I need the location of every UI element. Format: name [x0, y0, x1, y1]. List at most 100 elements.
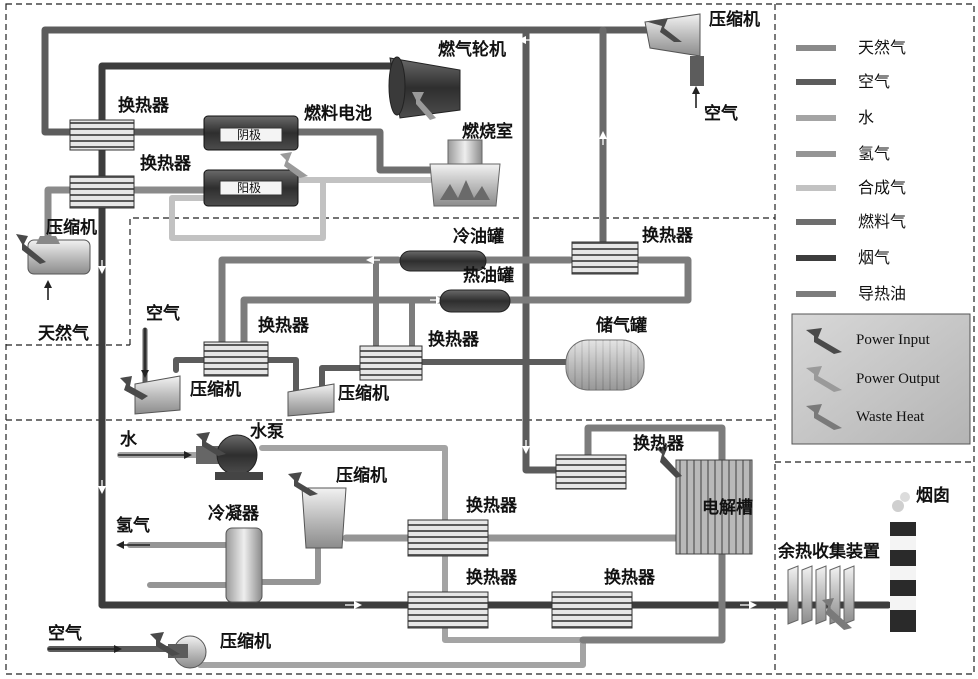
legend: [791, 45, 971, 445]
pipe-thermal-oil-right: [506, 256, 692, 304]
label-pump: 水泵: [250, 422, 284, 442]
chimney: [890, 492, 916, 632]
condenser: [225, 527, 263, 603]
label-hx-center-right: 换热器: [428, 330, 479, 350]
label-hx-electrolyzer: 换热器: [633, 434, 684, 454]
pipe-air-hx-to-comp2: [265, 357, 299, 395]
label-cold-tank: 冷油罐: [453, 227, 504, 247]
label-hx-low-3: 换热器: [604, 568, 655, 588]
legend-thermal-oil: 导热油: [858, 284, 907, 303]
power-input-icon: [288, 472, 318, 496]
pipe-network: [41, 26, 892, 668]
waste-heat-icon: [822, 598, 852, 630]
pipe-electrolyzer-down: [579, 516, 726, 644]
label-hx-top: 换热器: [118, 96, 169, 116]
legend-flue-gas: 烟气: [858, 248, 891, 267]
pipe-electrolyzer-top-loop: [584, 424, 726, 474]
label-compressor-mid-right: 压缩机: [338, 384, 389, 404]
label-cathode-2: 阳极: [237, 181, 262, 195]
label-hydrogen: 氢气: [116, 516, 150, 536]
cold-oil-tank: [399, 250, 487, 272]
label-natural-gas: 天然气: [38, 324, 89, 344]
pipe-air-comp2-to-hx: [319, 365, 365, 395]
hx-center-left: [203, 341, 269, 377]
pipe-thermal-oil-loop: [218, 256, 402, 349]
hx-electrolyzer: [555, 454, 627, 490]
compressor-low: [301, 487, 347, 549]
power-input-icon: [150, 632, 180, 656]
boundary-frames: [5, 3, 975, 675]
legend-power-output: Power Output: [856, 371, 940, 387]
hx-low-3: [551, 591, 633, 629]
label-hot-tank: 热油罐: [463, 266, 514, 286]
hot-oil-tank: [439, 289, 511, 313]
legend-air: 空气: [858, 72, 891, 91]
label-air-bottom: 空气: [48, 624, 82, 644]
waste-heat-icon: [806, 404, 842, 430]
legend-water: 水: [858, 108, 875, 127]
power-output-icon: [412, 92, 436, 120]
label-compressor-low: 压缩机: [336, 466, 387, 486]
legend-syngas: 合成气: [858, 178, 907, 197]
compressor-left: [27, 236, 91, 275]
energy-arrows: [16, 18, 852, 656]
fuel-cell: [203, 115, 299, 207]
label-condenser: 冷凝器: [208, 504, 259, 524]
label-fuel-cell: 燃料电池: [304, 104, 372, 124]
power-input-icon: [196, 432, 226, 456]
power-input-icon: [806, 328, 842, 354]
label-compressor-left: 压缩机: [46, 218, 97, 238]
label-waste-heat-device: 余热收集装置: [778, 542, 880, 562]
label-air-top: 空气: [704, 104, 738, 124]
power-output-icon: [806, 366, 842, 392]
label-hx-right-upper: 换热器: [642, 226, 693, 246]
pipe-flue-turbine: [98, 62, 396, 609]
power-input-icon: [648, 18, 682, 42]
label-hx-low-1: 换热器: [466, 496, 517, 516]
power-output-icon: [280, 152, 308, 178]
label-hx-mid: 换热器: [140, 154, 191, 174]
hx-low-1: [407, 519, 489, 557]
pipe-air-comp-to-hx: [173, 357, 208, 373]
hx-top: [69, 119, 135, 151]
label-air-mid: 空气: [146, 304, 180, 324]
label-gas-turbine: 燃气轮机: [438, 40, 506, 60]
legend-natural-gas: 天然气: [858, 38, 907, 57]
legend-waste-heat: Waste Heat: [856, 409, 925, 425]
label-compressor-mid-left: 压缩机: [190, 380, 241, 400]
waste-heat-device: [787, 565, 855, 625]
gas-storage-tank: [565, 339, 645, 391]
pipe-fuel-cell-out: [294, 128, 434, 174]
label-water: 水: [120, 430, 137, 450]
legend-power-input: Power Input: [856, 332, 930, 348]
inlet-arrows: [44, 86, 700, 653]
power-input-icon: [120, 376, 148, 400]
compressor-mid-left: [134, 375, 181, 415]
compressor-mid-right: [287, 383, 335, 417]
label-chimney: 烟囱: [916, 486, 950, 506]
power-input-icon: [656, 446, 682, 478]
hx-low-2: [407, 591, 489, 629]
pipe-air-riser-center: [522, 26, 562, 474]
electrolyzer: [675, 459, 753, 555]
label-compressor-bottom: 压缩机: [220, 632, 271, 652]
pipe-syngas-loop: [169, 177, 326, 241]
label-storage-tank: 储气罐: [596, 316, 647, 336]
gas-turbine: [388, 56, 461, 119]
power-input-icon: [16, 234, 46, 264]
pipe-air-top-loop: [41, 26, 664, 136]
label-electrolyzer: 电解槽: [702, 498, 753, 518]
hx-right-upper: [571, 241, 639, 275]
flow-arrows: [98, 36, 757, 609]
hx-center-right: [359, 345, 423, 381]
label-compressor-top: 压缩机: [709, 10, 760, 30]
label-combustor: 燃烧室: [462, 122, 513, 142]
pipe-natural-gas-left: [44, 186, 74, 240]
legend-hydrogen: 氢气: [858, 144, 891, 163]
label-cathode-1: 阴极: [237, 128, 262, 142]
compressor-top: [644, 13, 704, 86]
legend-fuel-gas: 燃料气: [858, 212, 907, 231]
combustor: [429, 139, 501, 207]
hx-mid: [69, 175, 135, 209]
